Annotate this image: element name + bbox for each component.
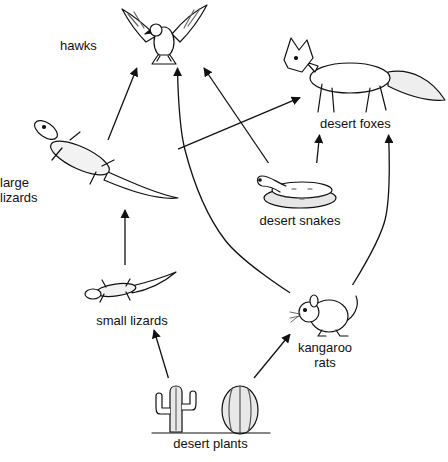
food-arrow [178,98,300,150]
rat-feet [318,330,348,336]
lizard-head [31,117,60,143]
rat-whiskers [290,312,300,322]
lizard-legs [52,132,114,184]
lizard-tail [104,172,178,198]
small-lizard-body [95,281,136,298]
organism-node: desert foxes [300,40,445,135]
organism-node: large lizards [0,140,178,210]
small-lizard-tail [132,272,176,293]
food-arrow [178,68,290,293]
small-lizard-head [85,289,101,299]
fox-head [284,38,313,72]
organism-node: desert plants [148,378,273,456]
hawk-beak [145,30,151,34]
organism-label: kangaroo rats [290,340,360,370]
snake-eye [259,179,261,181]
food-arrow [108,68,137,140]
organism-label: hawks [60,38,120,53]
fox-tail [388,71,445,100]
organism-label: small lizards [82,313,182,328]
food-arrow [317,135,320,163]
snake-pattern [285,189,319,199]
food-arrow [353,135,390,285]
organism-node: desert snakes [255,163,345,230]
organism-label: desert snakes [255,213,345,228]
barrel-ribs [229,386,251,434]
food-arrow [124,210,125,265]
food-arrow [204,68,268,163]
cactus-trunk [170,386,182,432]
hawk-tail [152,55,176,64]
organism-node: kangaroo rats [290,285,360,375]
lizard-body [46,135,113,182]
barrel-cactus [222,386,258,434]
snake-neck [258,176,287,192]
fox-eye [295,57,298,60]
hawk-wing [122,9,156,42]
organism-node: hawks [58,5,208,68]
cactus-rib [175,388,176,430]
cactus-arm [182,391,196,410]
small-lizard-legs [100,279,130,302]
food-arrow [254,334,290,378]
organism-label: desert foxes [320,116,430,131]
organism-label: large lizards [0,175,48,205]
hawk-talons [157,56,171,61]
hawk-feathers [128,9,200,28]
fox-legs [318,84,386,112]
cactus-arm [156,393,170,414]
organism-node: small lizards [82,265,182,330]
fox-body [310,63,390,93]
lizard-eye [43,126,46,129]
ground-line [152,432,270,433]
rat-eye [304,309,307,312]
rat-ear [310,295,318,307]
food-arrow [154,330,168,378]
hawk-head [150,24,162,36]
organism-label: desert plants [148,436,273,451]
